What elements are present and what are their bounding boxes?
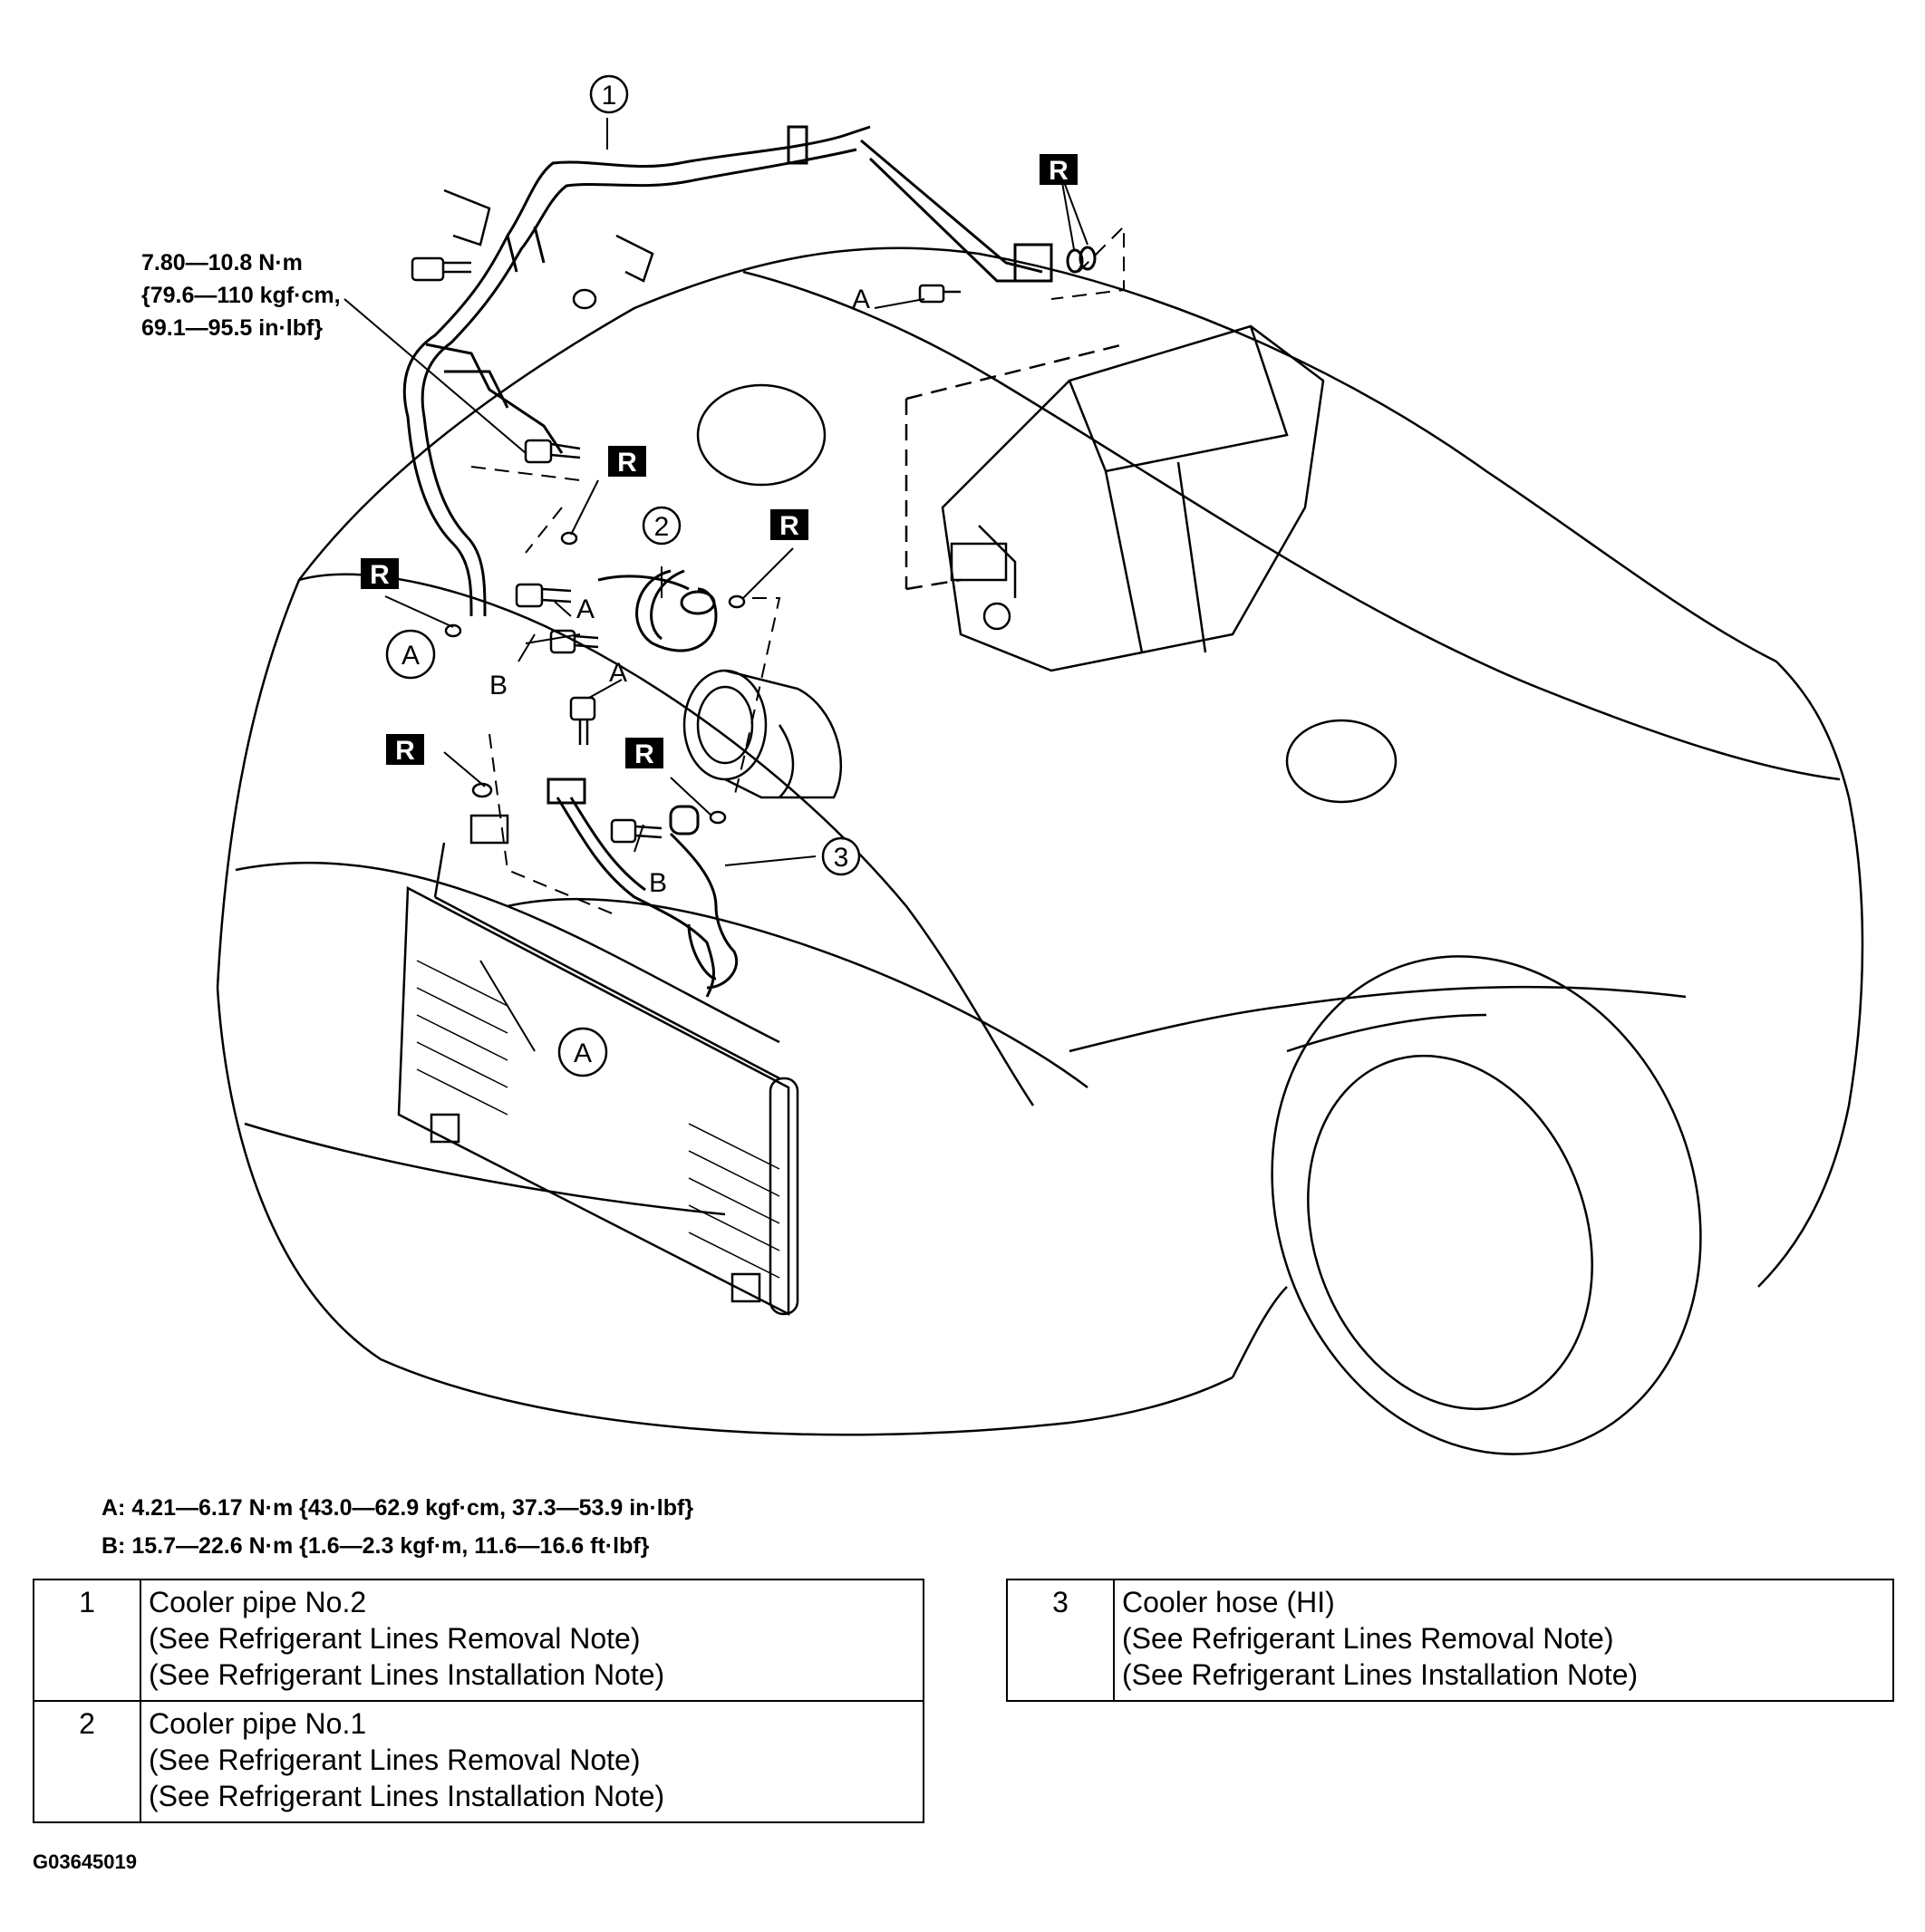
label-b-lower: B	[649, 868, 667, 898]
part-note-installation: (See Refrigerant Lines Installation Note…	[149, 1658, 665, 1691]
torque-note-line3: 69.1—95.5 in·lbf}	[141, 315, 323, 341]
part-note-installation: (See Refrigerant Lines Installation Note…	[1122, 1658, 1639, 1691]
callout-1: 1	[602, 81, 617, 111]
torque-spec-a: A: 4.21—6.17 N·m {43.0—62.9 kgf·cm, 37.3…	[102, 1495, 694, 1521]
ac-refrigerant-lines-diagram: 1 2 3 A A A A A B B R R R R R R 7.80—10.…	[141, 74, 1864, 1455]
figure-code: G03645019	[33, 1850, 137, 1873]
part-note-removal: (See Refrigerant Lines Removal Note)	[149, 1744, 641, 1776]
part-description: Cooler hose (HI) (See Refrigerant Lines …	[1113, 1579, 1894, 1702]
part-note-removal: (See Refrigerant Lines Removal Note)	[1122, 1622, 1614, 1655]
part-name: Cooler hose (HI)	[1122, 1586, 1335, 1618]
label-b-upper: B	[489, 671, 508, 700]
label-a-top: A	[852, 285, 870, 314]
parts-table-left: 1 Cooler pipe No.2 (See Refrigerant Line…	[33, 1579, 924, 1823]
label-a-mid: A	[576, 594, 595, 624]
part-description: Cooler pipe No.1 (See Refrigerant Lines …	[140, 1700, 924, 1823]
compressor	[682, 669, 842, 799]
cooler-pipe-no2	[402, 125, 1097, 617]
car-body-outline	[216, 246, 1864, 1455]
circled-label-a-condenser: A	[574, 1038, 592, 1068]
r-mark-1: R	[1049, 156, 1069, 186]
r-mark-4: R	[370, 560, 390, 590]
parts-table-right: 3 Cooler hose (HI) (See Refrigerant Line…	[1006, 1579, 1894, 1702]
part-number: 2	[33, 1700, 141, 1823]
table-row: 3 Cooler hose (HI) (See Refrigerant Line…	[1006, 1579, 1894, 1702]
part-description: Cooler pipe No.2 (See Refrigerant Lines …	[140, 1579, 924, 1702]
torque-note-line1: 7.80—10.8 N·m	[141, 250, 303, 275]
callout-3: 3	[834, 843, 849, 873]
torque-spec-b: B: 15.7—22.6 N·m {1.6—2.3 kgf·m, 11.6—16…	[102, 1533, 650, 1559]
cooler-hose-hi	[547, 778, 739, 998]
table-row: 1 Cooler pipe No.2 (See Refrigerant Line…	[33, 1579, 924, 1702]
cooler-pipe-no1	[597, 569, 718, 652]
r-mark-2: R	[617, 448, 637, 478]
heater-unit	[904, 324, 1325, 672]
part-name: Cooler pipe No.1	[149, 1707, 367, 1740]
part-number: 1	[33, 1579, 141, 1702]
callout-circles	[385, 74, 861, 1077]
label-a-lower: A	[609, 658, 627, 688]
r-mark-5: R	[395, 736, 415, 766]
replace-marks	[361, 154, 1078, 768]
r-mark-6: R	[634, 739, 654, 769]
part-number: 3	[1006, 1579, 1115, 1702]
leader-lines	[343, 118, 1088, 1052]
part-name: Cooler pipe No.2	[149, 1586, 367, 1618]
condenser	[397, 814, 799, 1317]
dashed-leaders	[470, 224, 1125, 916]
r-mark-3: R	[779, 511, 799, 541]
callout-2: 2	[654, 512, 670, 542]
table-row: 2 Cooler pipe No.1 (See Refrigerant Line…	[33, 1700, 924, 1823]
part-note-removal: (See Refrigerant Lines Removal Note)	[149, 1622, 641, 1655]
torque-note-line2: {79.6—110 kgf·cm,	[141, 283, 341, 308]
circled-label-a-left: A	[401, 641, 420, 671]
part-note-installation: (See Refrigerant Lines Installation Note…	[149, 1780, 665, 1812]
bolts-and-fittings	[411, 188, 961, 844]
